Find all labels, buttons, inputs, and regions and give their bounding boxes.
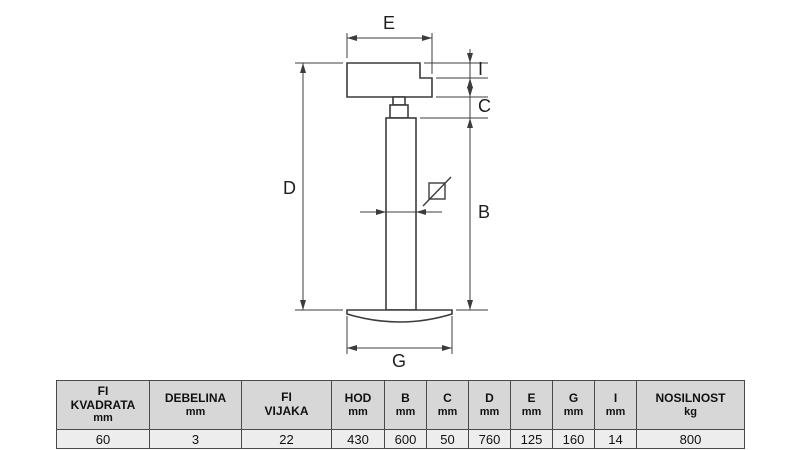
value-b: 600	[384, 429, 427, 449]
header-title: HOD	[344, 390, 372, 405]
table-value-row: 60 3 22 430 600 50 760 125 160 14 800	[56, 429, 745, 449]
header-title: DEBELINA	[164, 390, 227, 405]
col-header-fi-kvadrata: FI KVADRATA mm	[56, 380, 150, 430]
col-header-d: D mm	[468, 380, 511, 430]
value-debelina: 3	[149, 429, 242, 449]
header-title: NOSILNOST	[655, 390, 726, 405]
header-unit: mm	[185, 405, 206, 418]
header-unit: kg	[684, 405, 697, 418]
header-unit: mm	[437, 405, 458, 418]
header-title: FI VIJAKA	[264, 390, 309, 418]
dim-label-e: E	[383, 13, 395, 33]
header-unit: mm	[563, 405, 584, 418]
header-title: C	[443, 390, 452, 405]
header-title: I	[613, 390, 618, 405]
col-header-debelina: DEBELINA mm	[149, 380, 242, 430]
header-unit: mm	[93, 412, 113, 425]
header-title: G	[568, 390, 579, 405]
header-title: FI KVADRATA	[70, 383, 136, 412]
value-d: 760	[468, 429, 511, 449]
value-fi-kvadrata: 60	[56, 429, 150, 449]
value-g: 160	[552, 429, 595, 449]
outer-tube	[385, 117, 417, 311]
col-header-g: G mm	[552, 380, 595, 430]
col-header-fi-vijaka: FI VIJAKA	[241, 380, 332, 430]
base-foot-plate	[346, 309, 453, 323]
col-header-hod: HOD mm	[331, 380, 385, 430]
col-header-i: I mm	[594, 380, 637, 430]
arrowheads	[300, 35, 473, 351]
top-bracket-plate	[346, 62, 433, 98]
col-header-e: E mm	[510, 380, 553, 430]
value-fi-vijaka: 22	[241, 429, 332, 449]
value-e: 125	[510, 429, 553, 449]
header-unit: mm	[521, 405, 542, 418]
square-section-symbol	[422, 176, 452, 207]
col-header-c: C mm	[426, 380, 469, 430]
dim-label-d: D	[283, 178, 296, 198]
col-header-nosilnost: NOSILNOST kg	[636, 380, 745, 430]
col-header-b: B mm	[384, 380, 427, 430]
value-c: 50	[426, 429, 469, 449]
table-header-row: FI KVADRATA mm DEBELINA mm FI VIJAKA HOD…	[56, 380, 745, 430]
dim-label-i: I	[478, 59, 483, 79]
header-title: E	[527, 390, 536, 405]
header-unit: mm	[605, 405, 626, 418]
value-hod: 430	[331, 429, 385, 449]
dim-label-c: C	[478, 96, 491, 116]
header-unit: mm	[395, 405, 416, 418]
dim-label-g: G	[392, 351, 406, 371]
value-i: 14	[594, 429, 637, 449]
jack-technical-drawing: E I C D B G	[283, 13, 491, 371]
spindle-nut	[392, 96, 406, 106]
header-title: B	[401, 390, 410, 405]
header-unit: mm	[479, 405, 500, 418]
inner-tube	[389, 104, 409, 119]
dim-label-b: B	[478, 202, 490, 222]
dimension-table: FI KVADRATA mm DEBELINA mm FI VIJAKA HOD…	[56, 380, 745, 449]
header-title: D	[485, 390, 494, 405]
header-unit: mm	[348, 405, 368, 418]
value-nosilnost: 800	[636, 429, 745, 449]
